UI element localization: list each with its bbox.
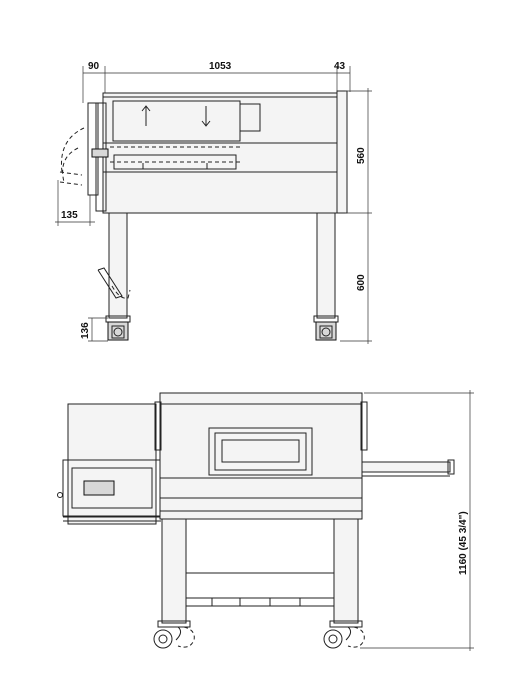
dim-front-right: 43 — [334, 61, 346, 72]
dim-front-left: 90 — [88, 61, 100, 72]
dim-front-leg-height: 600 — [356, 274, 367, 291]
side-view: 1160 (45 3/4") — [57, 390, 474, 651]
dim-front-body-height: 560 — [356, 147, 367, 164]
dim-side-total-height: 1160 (45 3/4") — [458, 511, 469, 575]
dim-front-caster: 136 — [80, 322, 91, 339]
dim-front-handle: 135 — [61, 210, 78, 221]
front-view: 90 1053 43 — [55, 61, 372, 344]
dim-front-width: 1053 — [209, 61, 232, 72]
